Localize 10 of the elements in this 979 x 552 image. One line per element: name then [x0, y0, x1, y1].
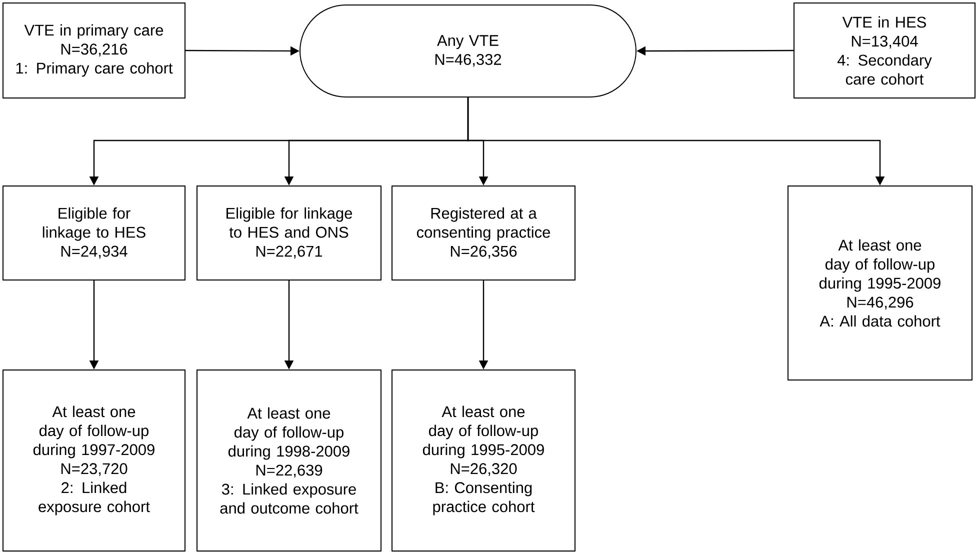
process-box: VTE in primary care N=36,216 1: Primary care cohort — [2, 2, 186, 98]
process-box: At least one day of follow-up during 1995-2009 N=26,320 B: Consenting practice cohort — [392, 370, 576, 552]
process-box: VTE in HES N=13,404 4: Secondary care cohort — [794, 2, 976, 98]
process-box: Eligible for linkage to HES N=24,934 — [2, 186, 186, 280]
process-box: At least one day of follow-up during 1997-2009 N=23,720 2: Linked exposure cohort — [2, 370, 186, 552]
terminal-box: Any VTE N=46,332 — [300, 4, 636, 98]
process-box: At least one day of follow-up during 1998-2009 N=22,639 3: Linked exposure and outcome cohort — [196, 370, 382, 552]
process-box: Eligible for linkage to HES and ONS N=22,671 — [196, 186, 382, 280]
process-box: Registered at a consenting practice N=26,356 — [392, 186, 576, 280]
process-box: At least one day of follow-up during 1995-2009 N=46,296 A: All data cohort — [788, 186, 973, 380]
